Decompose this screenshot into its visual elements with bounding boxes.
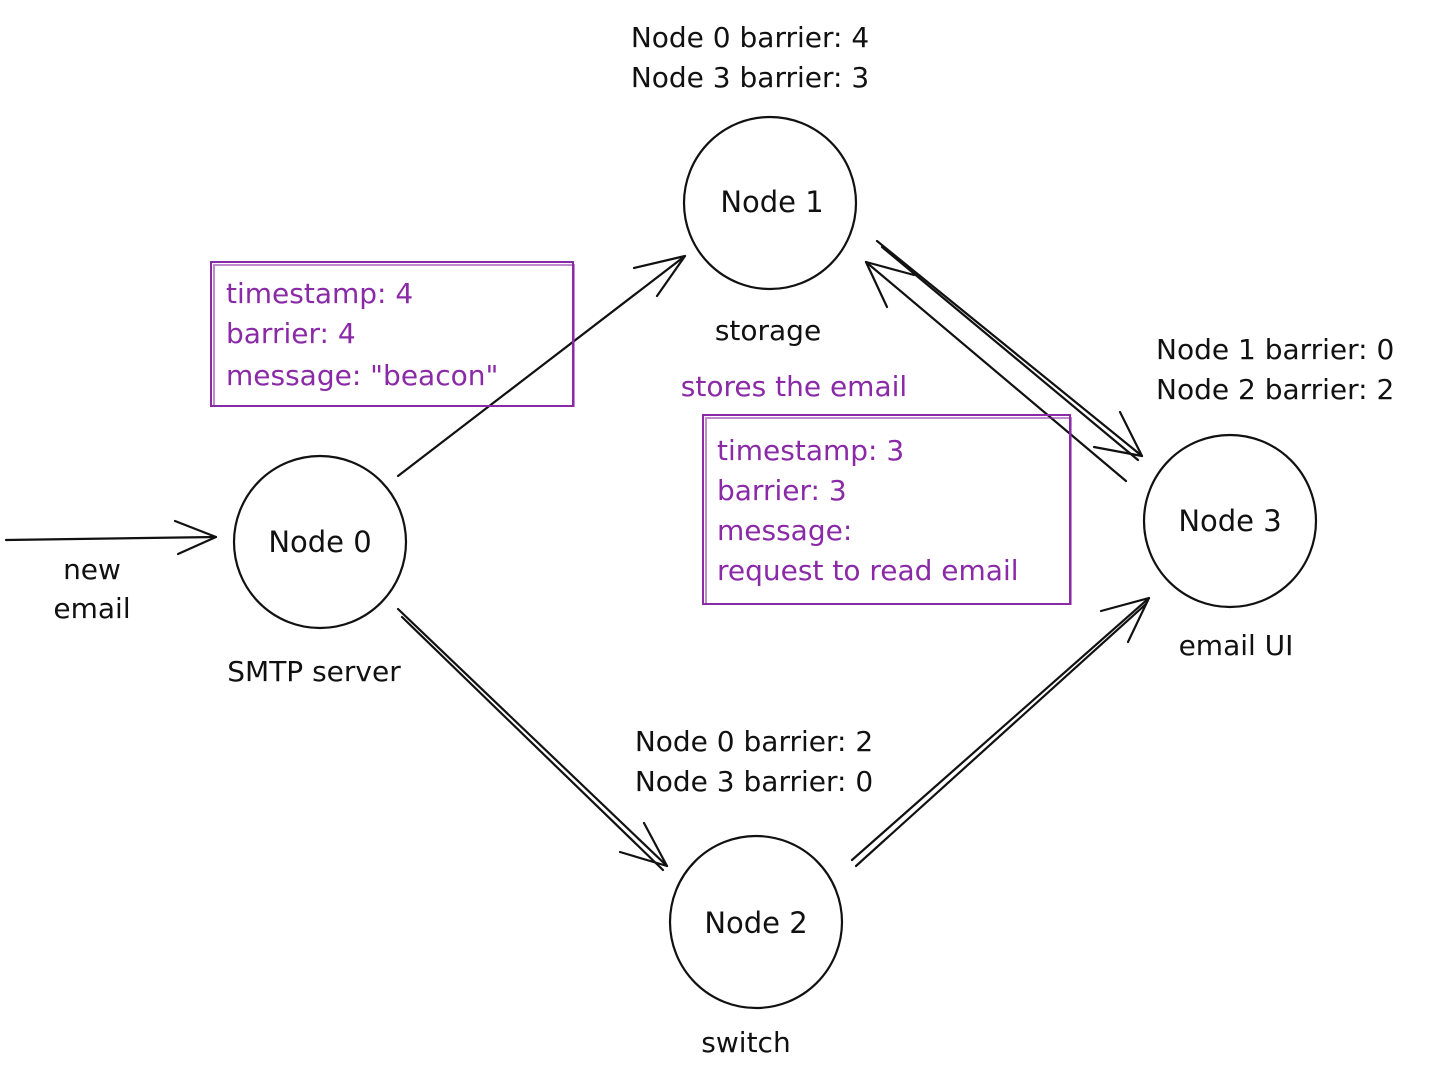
node-1-barrier-line-2: Node 3 barrier: 3 bbox=[631, 61, 869, 94]
edge-node0-to-node1-arrow bbox=[396, 254, 687, 478]
beacon-message-box bbox=[210, 261, 575, 407]
node-3-barrier-line-1: Node 1 barrier: 0 bbox=[1156, 333, 1394, 366]
request-message-label: message: bbox=[717, 514, 852, 547]
edge-node2-to-node3-arrow bbox=[850, 596, 1151, 868]
input-arrow bbox=[4, 519, 218, 556]
input-label-line-1: new bbox=[63, 553, 121, 586]
node-2-role: switch bbox=[701, 1026, 790, 1059]
request-timestamp: timestamp: 3 bbox=[717, 434, 904, 467]
node-1-barrier-line-1: Node 0 barrier: 4 bbox=[631, 21, 869, 54]
node-1-label: Node 1 bbox=[720, 185, 823, 219]
node-2-circle bbox=[668, 834, 844, 1010]
edge-node3-to-node1-arrow bbox=[864, 260, 1128, 483]
storage-annotation: stores the email bbox=[681, 370, 907, 403]
edge-node1-to-node3-arrow bbox=[875, 239, 1144, 462]
node-3-barrier-line-2: Node 2 barrier: 2 bbox=[1156, 373, 1394, 406]
node-0-label: Node 0 bbox=[268, 525, 371, 559]
request-message-box bbox=[702, 414, 1072, 605]
node-2-label: Node 2 bbox=[704, 906, 807, 940]
request-message-body: request to read email bbox=[717, 554, 1019, 587]
node-1-circle bbox=[682, 115, 858, 291]
input-label-line-2: email bbox=[53, 592, 130, 625]
beacon-timestamp: timestamp: 4 bbox=[226, 277, 413, 310]
node-0-role: SMTP server bbox=[227, 655, 401, 688]
request-barrier: barrier: 3 bbox=[717, 474, 847, 507]
node-2-barrier-line-2: Node 3 barrier: 0 bbox=[635, 765, 873, 798]
beacon-barrier: barrier: 4 bbox=[226, 317, 356, 350]
node-3-role: email UI bbox=[1179, 629, 1294, 662]
edge-node0-to-node2-arrow bbox=[396, 607, 669, 872]
beacon-message: message: "beacon" bbox=[226, 359, 498, 392]
node-3-circle bbox=[1142, 433, 1318, 609]
node-2-barrier-line-1: Node 0 barrier: 2 bbox=[635, 725, 873, 758]
node-3-label: Node 3 bbox=[1178, 504, 1281, 538]
node-1-role: storage bbox=[715, 314, 821, 347]
node-0-circle bbox=[232, 454, 408, 630]
